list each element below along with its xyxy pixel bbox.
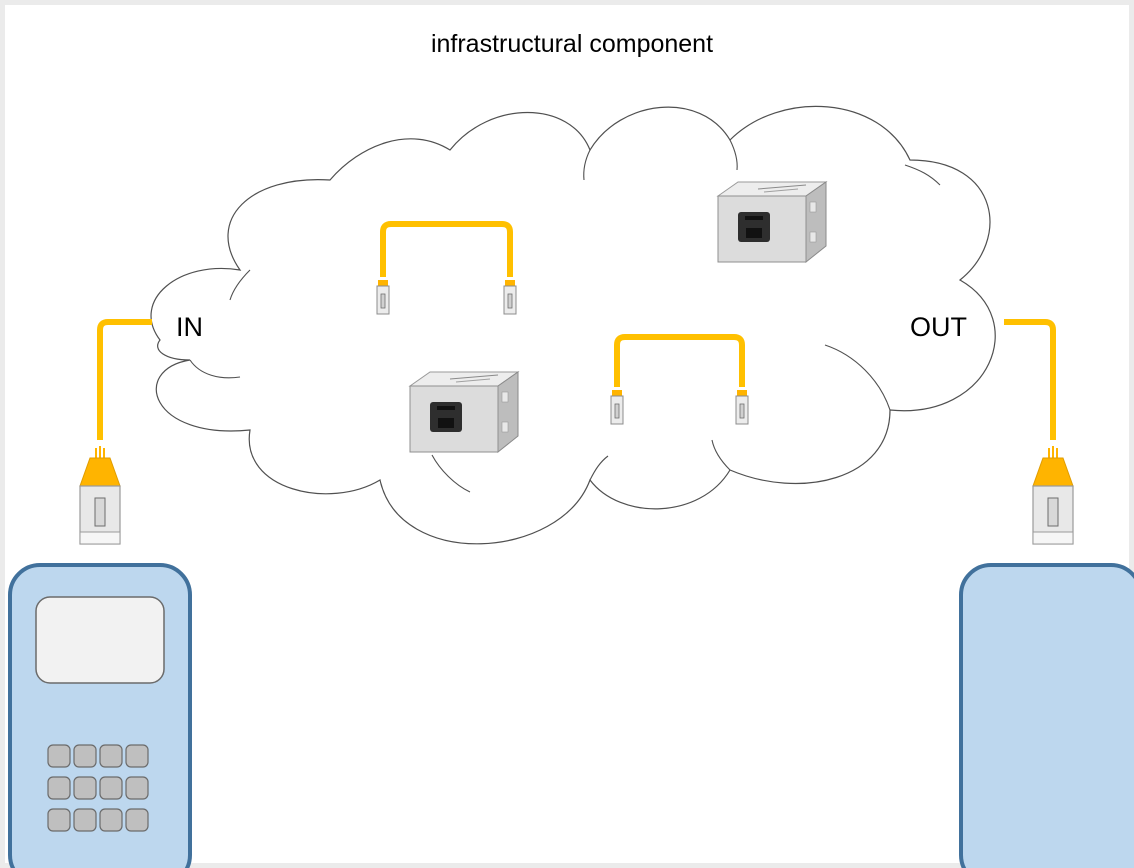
patch-cable-icon <box>610 334 749 425</box>
cloud-inner-arc <box>229 269 251 301</box>
tester-keypad <box>47 744 149 832</box>
cloud-inner-arc <box>189 359 241 379</box>
out-plug-icon <box>1032 445 1074 545</box>
cloud-inner-arc <box>431 454 471 493</box>
cloud-shape <box>150 105 996 545</box>
cloud-inner-arc <box>583 149 591 181</box>
in-label: IN <box>176 312 203 342</box>
cloud-inner-arc <box>729 139 738 171</box>
cloud-inner-arc <box>711 439 731 471</box>
out-cable <box>1004 319 1056 440</box>
rj45-coupler-icon <box>717 181 827 263</box>
patch-cable-icon <box>376 221 517 315</box>
diagram-title: infrastructural component <box>431 30 713 58</box>
handheld-tester-icon <box>8 563 192 868</box>
tester-screen <box>35 596 165 684</box>
cloud-inner-arc <box>589 455 609 481</box>
in-plug-icon <box>79 445 121 545</box>
out-label: OUT <box>910 312 967 342</box>
cloud-inner-arc <box>904 164 941 186</box>
remote-unit-icon <box>959 563 1134 868</box>
in-cable <box>97 319 152 440</box>
cloud-inner-arc <box>824 344 891 411</box>
rj45-coupler-icon <box>409 371 519 453</box>
